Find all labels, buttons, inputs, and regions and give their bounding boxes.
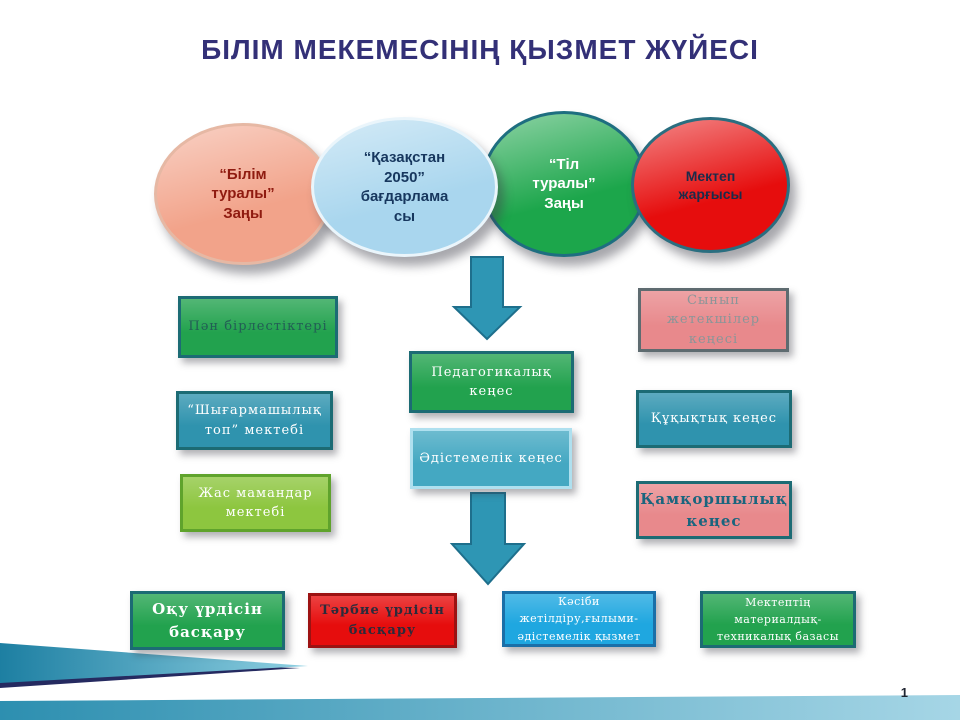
source-law-education-ellipse: “Білім туралы” Заңы	[154, 123, 332, 265]
box-trustee-council: Қамқоршылық кеңес	[636, 481, 792, 539]
box-education-process-management: Оқу үрдісін басқару	[130, 591, 285, 650]
box-legal-council: Құқықтық кеңес	[636, 390, 792, 448]
page-number: 1	[900, 685, 908, 700]
box-creative-group-school: “Шығармашылық топ” мектебі	[176, 391, 333, 450]
box-pedagogical-council: Педагогикалық кеңес	[409, 351, 574, 413]
box-upbringing-process-management: Тәрбие үрдісін басқару	[308, 593, 457, 648]
box-professional-development: Кәсіби жетілдіру,ғылыми- әдістемелік қыз…	[502, 591, 656, 647]
top-down-arrow	[451, 256, 523, 341]
box-young-specialists-school: Жас мамандар мектебі	[180, 474, 331, 532]
box-class-teachers-council: Сынып жетекшілер кеңесі	[638, 288, 789, 352]
box-material-technical-base: Мектептің материалдық- техникалық базасы	[700, 591, 856, 648]
box-methodical-council: Әдістемелік кеңес	[410, 428, 572, 489]
source-law-language-ellipse: “Тіл туралы” Заңы	[481, 111, 647, 257]
bottom-bar-decoration	[0, 695, 960, 720]
source-school-charter-ellipse: Мектеп жарғысы	[631, 117, 790, 253]
slide-title: БІЛІМ МЕКЕМЕСІНІҢ ҚЫЗМЕТ ЖҮЙЕСІ	[201, 34, 759, 65]
bottom-down-arrow	[449, 492, 527, 586]
navy-accent-decoration	[0, 660, 300, 688]
source-program-2050-ellipse: “Қазақстан 2050” бағдарлама сы	[311, 117, 498, 257]
box-subject-associations: Пән бірлестіктері	[178, 296, 338, 358]
